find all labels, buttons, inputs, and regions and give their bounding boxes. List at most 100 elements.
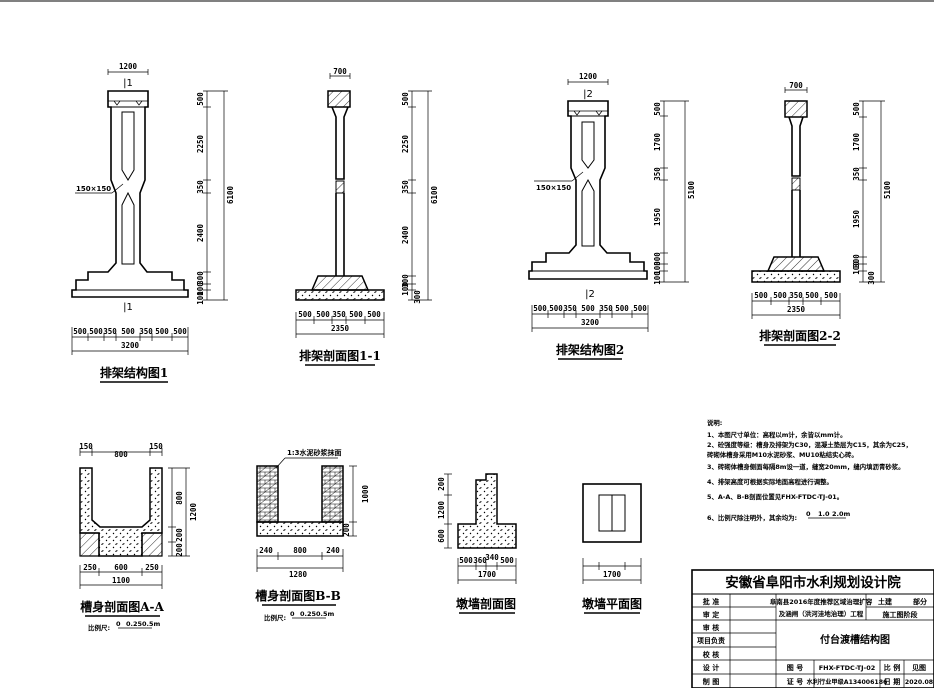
tb-drawing-name: 付台渡槽结构图 [820,633,890,646]
section22-hdim-1: 500 [754,291,768,300]
frame2-hdim-4: 500 [581,304,595,313]
frame1-hdim-5: 350 [139,327,153,336]
section22-width-label: 700 [789,81,803,90]
trough-bb-drawing: 1:3水泥砂浆抹面 1000 200 240 800 240 1280 槽身剖面… [255,448,370,622]
frame2-vdim-4: 1950 [653,207,662,226]
trough-aa-title: 槽身剖面图A-A [80,599,164,614]
tb-drawing-no-label: 图 号 [787,663,803,672]
section11-width-label: 700 [333,67,347,76]
trough-aa-vdim-3: 200 [175,543,184,557]
tb-discipline1: 土建 [878,597,893,606]
tb-cert-value: 水利行业甲级A134006186 [807,678,888,686]
section22-hdim-2: 500 [773,291,787,300]
trough-bb-mortar-label: 1:3水泥砂浆抹面 [287,448,342,457]
note-item-1: 1、本图尺寸单位：高程以m计，余皆以mm计。 [707,430,846,439]
frame1-vdim-3: 350 [196,180,205,194]
pier-section-hdim-4: 500 [500,556,514,565]
tb-scale-value: 见图 [912,663,926,672]
tb-row-drafting: 制 图 [703,677,719,686]
tb-drawing-no: FHX-FTDC-TJ-02 [819,664,876,672]
frame2-drawing: 1200 |2 |2 150×150 500 1700 350 1950 300… [528,72,696,360]
pier-section-title: 墩墙剖面图 [456,596,516,611]
frame1-hdim-3: 350 [103,327,117,336]
section22-vdim-4: 1950 [852,209,861,228]
section22-drawing: 700 500 1700 350 1950 300 100 300 5100 [751,81,892,346]
section11-vdim-2: 2250 [401,134,410,153]
frame1-width-label: 1200 [119,62,138,71]
frame2-vdim-1: 500 [653,102,662,116]
trough-bb-scale-tick-3: 0.5m [316,610,335,618]
trough-aa-drawing: 150 800 150 800 200 200 1200 250 600 250… [79,442,198,632]
pier-section-hdim-total: 1700 [478,570,497,579]
frame1-vdim-7: 100 [196,291,205,305]
pier-section-vdim-3: 600 [437,529,446,543]
frame1-section-mark-top: |1 [123,78,133,89]
frame1-vdim-1: 500 [196,92,205,106]
section22-vdim-7: 300 [867,271,876,285]
frame2-width-label: 1200 [579,72,598,81]
section22-vdim-2: 1700 [852,132,861,151]
frame2-vdim-7: 100 [653,271,662,285]
trough-aa-scale-tick-2: 0.25 [126,620,143,628]
trough-aa-vdim-total: 1200 [189,502,198,521]
pier-plan-hdim-total: 1700 [603,570,622,579]
trough-aa-hdim-2: 600 [114,563,128,572]
notes-block: 说明: 1、本图尺寸单位：高程以m计，余皆以mm计。 2、砼强度等级：槽身及排架… [707,418,912,522]
frame2-section-mark-bottom: |2 [585,289,595,300]
frame2-vdim-6: 100 [653,261,662,275]
trough-bb-title: 槽身剖面图B-B [255,588,341,603]
section22-vdim-3: 350 [852,167,861,181]
notes-scale-tick-3: 2.0m [832,510,851,518]
trough-bb-vdim-1: 1000 [361,484,370,503]
pier-section-drawing: 200 1200 600 500 360 340 500 1700 墩墙剖面图 [437,473,517,614]
frame2-hole-label: 150×150 [536,184,571,192]
trough-bb-scale-tick-2: 0.25 [300,610,317,618]
trough-bb-vdim-2: 200 [342,523,351,537]
note-item-6: 6、比例尺除注明外，其余均为: [707,513,797,522]
tb-row-check: 校 核 [703,650,719,659]
note-item-4: 4、排架高度可根据实际地面高程进行调整。 [707,477,833,486]
notes-scale-tick-2: 1.0 [818,510,830,518]
note-item-5: 5、A-A、B-B剖面位置见FHX-FTDC-TJ-01。 [707,492,843,501]
pier-section-vdim-1: 200 [437,477,446,491]
section11-vdim-7: 300 [413,290,422,304]
frame1-hdim-4: 500 [121,327,135,336]
notes-heading: 说明: [707,418,722,427]
trough-bb-scale-tick-1: 0 [290,610,295,618]
frame1-title: 排架结构图1 [100,365,168,380]
tb-row-review: 审 核 [703,623,719,632]
frame1-hole-label: 150×150 [76,185,111,193]
section11-vdim-6: 100 [401,282,410,296]
section11-vdim-3: 350 [401,180,410,194]
section22-hdim-3: 350 [789,291,803,300]
frame1-section-mark-bottom: |1 [123,302,133,313]
pier-section-hdim-3: 340 [485,553,499,562]
title-block: 安徽省阜阳市水利规划设计院 批 准 审 定 审 核 项目负责 校 核 设 计 制… [691,569,934,688]
tb-row-design: 设 计 [703,663,719,672]
trough-aa-vdim-2: 200 [175,528,184,542]
pier-plan-title: 墩墙平面图 [582,596,642,611]
tb-project-line1: 阜南县2016年度推荐区域治理扩容 [770,597,873,606]
trough-bb-hdim-1: 240 [259,546,273,555]
pier-section-hdim-1: 500 [459,556,473,565]
trough-aa-hdim-3: 250 [145,563,159,572]
frame2-vdim-total: 5100 [687,180,696,199]
section11-hdim-1: 500 [298,310,312,319]
pier-section-hdim-2: 360 [473,556,487,565]
section11-title: 排架剖面图1-1 [299,348,381,363]
frame1-hdim-1: 500 [73,327,87,336]
notes-scale-tick-1: 0 [806,510,811,518]
frame2-hdim-6: 500 [615,304,629,313]
pier-section-vdim-2: 1200 [437,500,446,519]
section22-title: 排架剖面图2-2 [759,328,841,343]
tb-stage: 施工图阶段 [883,610,918,619]
frame1-vdim-6: 100 [196,282,205,296]
section11-hdim-5: 500 [367,310,381,319]
tb-row-project-lead: 项目负责 [697,636,725,645]
frame1-vdim-total: 6100 [226,185,235,204]
frame2-vdim-2: 1700 [653,132,662,151]
trough-aa-hdim-total: 1100 [112,576,131,585]
trough-bb-scale-label: 比例尺: [264,613,286,622]
frame2-hdim-7: 500 [633,304,647,313]
